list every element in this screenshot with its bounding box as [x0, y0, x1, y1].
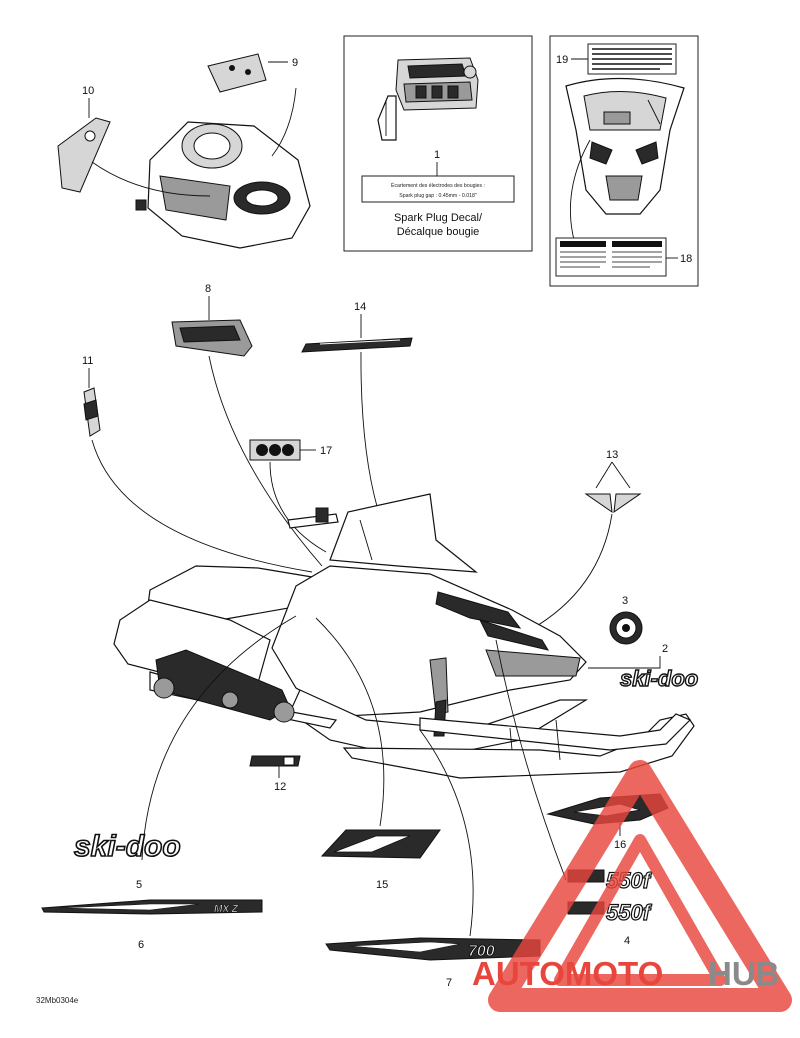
decal-3: 3	[609, 595, 643, 645]
figure-reference: 32Mb0304e	[36, 996, 79, 1005]
callout-5: 5	[136, 879, 142, 891]
callout-16: 16	[614, 839, 626, 851]
decal-5-text: ski-doo	[74, 830, 181, 863]
snowmobile	[113, 493, 695, 779]
callout-13: 13	[606, 449, 618, 461]
spark-plug-caption-2: Décalque bougie	[397, 226, 480, 238]
decal-17: 17	[249, 439, 332, 553]
decal-19-lines	[592, 48, 672, 70]
callout-19: 19	[556, 54, 568, 66]
spark-plug-caption-1: Spark Plug Decal/	[394, 212, 483, 224]
callout-7: 7	[446, 977, 452, 989]
callout-18: 18	[680, 253, 692, 265]
spark-plug-small-line-1: Écartement des électrodes des bougies :	[391, 182, 485, 189]
callout-14: 14	[354, 301, 366, 313]
decal-18-lines	[560, 251, 662, 268]
track	[153, 649, 295, 723]
callout-9: 9	[292, 57, 298, 69]
decal-15: 15	[315, 617, 441, 891]
hood-warning-inset: 19 18	[549, 35, 699, 287]
console-assembly: 9 10	[57, 53, 311, 249]
callout-8: 8	[205, 283, 211, 295]
decal-7-text: 700	[468, 943, 495, 960]
watermark-word-red: AUTOMOTO	[472, 955, 663, 992]
spark-plug-small-line-2: Spark plug gap : 0.45mm - 0.018"	[399, 193, 477, 199]
watermark-logo	[488, 760, 792, 1012]
decal-4: 550f 550f 4	[495, 639, 653, 947]
callout-6: 6	[138, 939, 144, 951]
decal-11: 11	[82, 355, 313, 573]
callout-12: 12	[274, 781, 286, 793]
callout-10: 10	[82, 85, 94, 97]
decal-6-text: MX Z	[214, 904, 239, 915]
engine-sketch	[377, 57, 479, 141]
decal-12: 12	[249, 755, 301, 793]
decal-7: 700 7	[325, 729, 541, 989]
spark-plug-inset: 1 Écartement des électrodes des bougies …	[343, 35, 533, 252]
callout-1: 1	[434, 149, 440, 161]
callout-11: 11	[82, 355, 93, 367]
callout-4: 4	[624, 935, 630, 947]
watermark-word-grey: HUB	[708, 955, 780, 992]
callout-3: 3	[622, 595, 628, 607]
callout-17: 17	[320, 445, 332, 457]
decal-4b-text: 550f	[606, 900, 653, 925]
decal-2: ski-doo 2	[588, 643, 699, 692]
decal-6: MX Z 6	[41, 899, 263, 951]
decal-2-text: ski-doo	[620, 666, 698, 691]
decal-8: 8	[171, 283, 323, 567]
callout-15: 15	[376, 879, 388, 891]
decal-13: 13	[529, 449, 642, 631]
decal-5: ski-doo 5	[73, 615, 297, 891]
callout-2: 2	[662, 643, 668, 655]
